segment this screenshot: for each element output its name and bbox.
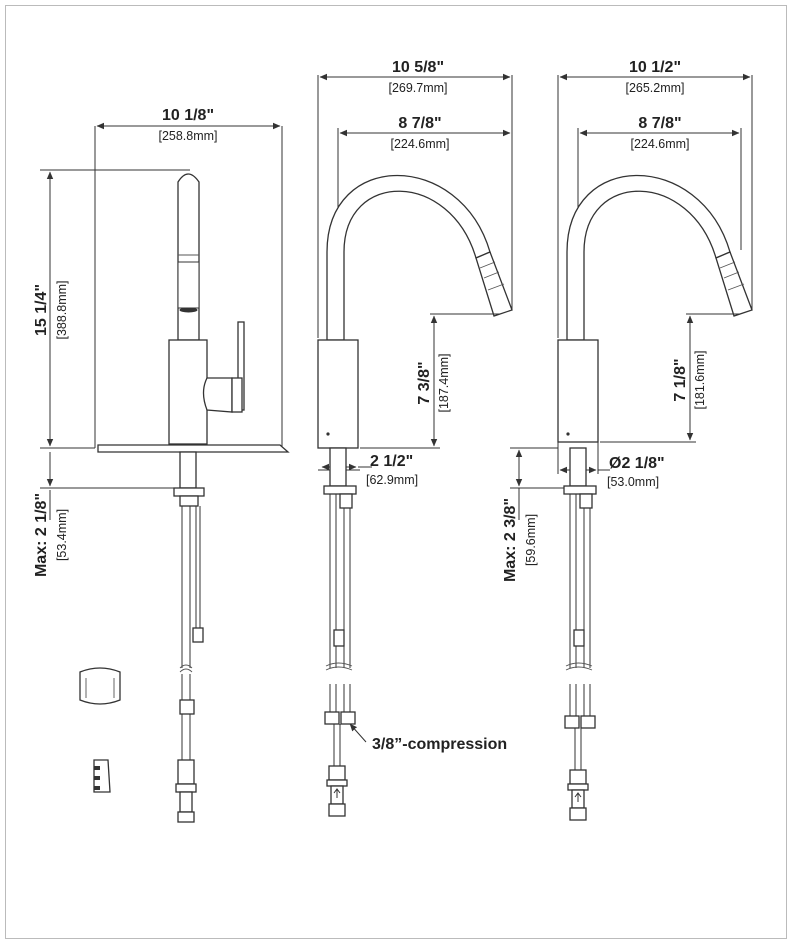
f1-reach-label: 10 5/8" [392,59,444,76]
f1-mounting-nut [323,485,357,495]
f2-base-label: Ø2 1/8" [609,455,665,472]
compression-callout: 3/8”-compression [372,736,507,753]
f2-gooseneck [566,175,731,341]
f2-reach-mm: [265.2mm] [625,81,684,95]
f2-hose-connector [569,769,587,785]
f2-spout-mm: [224.6mm] [630,137,689,151]
f2-deck-mm: [59.6mm] [524,514,538,566]
f1-compression-fitting-left [324,711,340,725]
side-width-mm-text: [258.8mm] [158,129,217,143]
f2-clearance-label: 7 1/8" [672,358,689,401]
clip-part [93,759,111,793]
f2-reach-label: 10 1/2" [629,59,681,76]
f2-spout-label: 8 7/8" [638,115,681,132]
f2-mounting-nut [563,485,597,495]
side-hose-connector [177,759,195,785]
f1-gooseneck [326,175,491,341]
side-spray-head [177,261,200,309]
side-height-mm: [388.8mm] [55,280,69,339]
front-view-1: 10 5/8" [269.7mm] 8 7/8" [224.6mm] 7 3/8… [317,59,513,817]
f1-spray-head [475,251,513,317]
f1-hose-connector [328,765,346,781]
f1-spout-label: 8 7/8" [398,115,441,132]
f2-body [557,339,599,443]
f2-clearance-mm: [181.6mm] [693,350,707,409]
side-deck-label: Max: 2 1/8" [33,493,50,577]
side-view: 10 1/8" [258.8mm] 15 1/4" [388.8mm] Max:… [33,107,290,823]
f1-spout-mm: [224.6mm] [390,137,449,151]
f2-base-mm: [53.0mm] [607,475,659,489]
side-deck-plate [97,444,290,453]
f1-body [317,339,359,449]
side-body [168,339,208,445]
drawing-border [5,5,787,939]
f1-compression-fitting-right [340,711,356,725]
f1-clearance-mm: [187.4mm] [437,353,451,412]
side-width-label: 10 1/8" [162,107,214,124]
f2-spray-head [715,251,753,317]
f2-deck-label: Max: 2 3/8" [502,498,519,582]
side-mounting-nut [173,487,205,497]
front-view-2: 10 1/2" [265.2mm] 8 7/8" [224.6mm] 7 1/8… [502,59,753,821]
f1-base-label: 2 1/2" [370,453,413,470]
side-handle [202,377,233,413]
side-height-label: 15 1/4" [33,284,50,336]
side-deck-mm: [53.4mm] [55,509,69,561]
side-spout [177,173,200,341]
aerator-part [79,667,121,705]
f1-base-mm: [62.9mm] [366,473,418,487]
f1-reach-mm: [269.7mm] [388,81,447,95]
f1-clearance-label: 7 3/8" [416,361,433,404]
